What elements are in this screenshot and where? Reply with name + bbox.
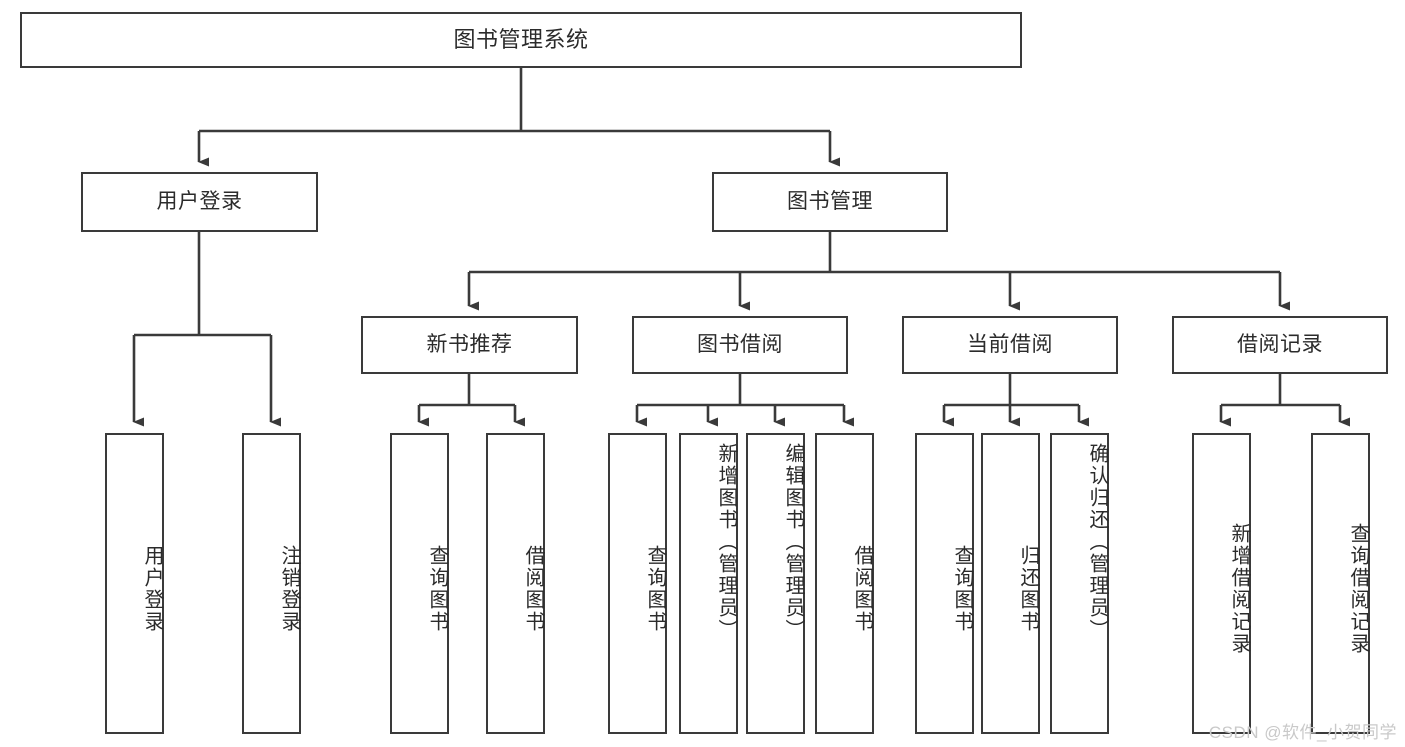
leaf-return-book[interactable]: 归还图书 [981,433,1040,734]
node-label: 查询图书 [644,544,666,633]
node-label: 图书管理 [787,189,873,213]
leaf-edit-book[interactable]: 编辑图书（管理员） [746,433,805,734]
node-label: 借阅记录 [1237,332,1323,356]
node-label: 当前借阅 [967,332,1053,356]
leaf-query-book-3[interactable]: 查询图书 [915,433,974,734]
node-label: 借阅图书 [522,544,544,633]
node-borrow-record[interactable]: 借阅记录 [1172,316,1388,374]
node-label: 用户登录 [141,544,163,633]
node-new-book-recommend[interactable]: 新书推荐 [361,316,578,374]
node-label: 新增借阅记录 [1228,522,1250,655]
node-label: 查询图书 [426,544,448,633]
node-current-borrow[interactable]: 当前借阅 [902,316,1118,374]
leaf-add-book[interactable]: 新增图书（管理员） [679,433,738,734]
node-label: 注销登录 [278,544,300,633]
leaf-query-book-1[interactable]: 查询图书 [390,433,449,734]
leaf-borrow-book-1[interactable]: 借阅图书 [486,433,545,734]
leaf-confirm-return[interactable]: 确认归还（管理员） [1050,433,1109,734]
leaf-query-borrow-record[interactable]: 查询借阅记录 [1311,433,1370,734]
leaf-user-login[interactable]: 用户登录 [105,433,164,734]
node-root-system[interactable]: 图书管理系统 [20,12,1022,68]
node-label: 用户登录 [156,189,243,213]
node-user-login[interactable]: 用户登录 [81,172,318,232]
node-label: 新增图书（管理员） [715,443,737,641]
csdn-watermark: CSDN @软件_小贺同学 [1208,723,1397,742]
node-label: 编辑图书（管理员） [782,443,804,641]
node-label: 查询借阅记录 [1347,522,1369,655]
node-label: 新书推荐 [426,332,513,356]
node-book-management[interactable]: 图书管理 [712,172,948,232]
node-label: 确认归还（管理员） [1086,443,1108,641]
leaf-query-book-2[interactable]: 查询图书 [608,433,667,734]
leaf-add-borrow-record[interactable]: 新增借阅记录 [1192,433,1251,734]
node-label: 借阅图书 [851,544,873,633]
node-label: 图书管理系统 [453,27,589,53]
node-label: 图书借阅 [697,332,783,356]
node-label: 归还图书 [1017,544,1039,633]
node-label: 查询图书 [951,544,973,633]
leaf-borrow-book-2[interactable]: 借阅图书 [815,433,874,734]
leaf-logout[interactable]: 注销登录 [242,433,301,734]
node-book-borrow[interactable]: 图书借阅 [632,316,848,374]
